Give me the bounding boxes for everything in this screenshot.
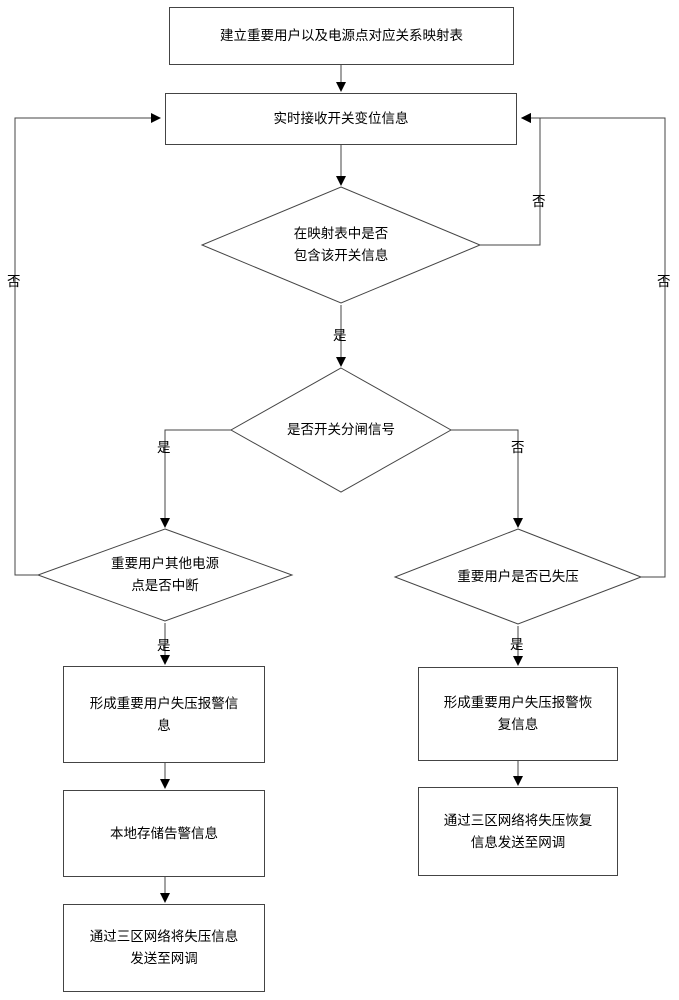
label-open-no: 否: [511, 440, 525, 456]
label-open-yes: 是: [157, 440, 171, 456]
process-send-recover: 通过三区网络将失压恢复 信息发送至网调: [418, 787, 618, 876]
label-intable-no: 否: [532, 194, 546, 210]
arrow-otherpower-no: [14, 113, 161, 576]
label-lost-no: 否: [657, 274, 671, 290]
decision-lost-voltage: [393, 528, 643, 625]
process-build-table-text: 建立重要用户以及电源点对应关系映射表: [220, 28, 463, 44]
process-local-store: 本地存储告警信息: [63, 790, 265, 877]
process-send-recover-text: 通过三区网络将失压恢复 信息发送至网调: [443, 812, 593, 851]
process-form-recover: 形成重要用户失压报警恢 复信息: [418, 667, 618, 761]
process-receive-info: 实时接收开关变位信息: [165, 93, 517, 145]
decision-open-signal: [229, 367, 453, 493]
label-otherpower-yes: 是: [157, 638, 171, 654]
process-form-recover-text: 形成重要用户失压报警恢 复信息: [443, 695, 593, 733]
decision-other-power-text: 重要用户其他电源 点是否中断: [111, 556, 219, 594]
process-form-alarm: 形成重要用户失压报警信 息: [63, 666, 265, 763]
arrow-open-no: [451, 429, 523, 528]
process-local-store-text: 本地存储告警信息: [110, 825, 218, 842]
process-form-alarm-text: 形成重要用户失压报警信 息: [89, 695, 239, 734]
process-receive-info-text: 实时接收开关变位信息: [273, 111, 409, 127]
arrow-lost-no: [521, 113, 666, 578]
label-lost-yes: 是: [510, 637, 524, 653]
decision-lost-voltage-text: 重要用户是否已失压: [457, 569, 579, 585]
decision-other-power: [36, 528, 294, 622]
decision-open-signal-text: 是否开关分闸信号: [287, 422, 395, 438]
label-otherpower-no: 否: [7, 274, 21, 290]
decision-in-table: [200, 186, 482, 304]
process-send-alarm-text: 通过三区网络将失压信息 发送至网调: [89, 929, 239, 967]
arrow-open-yes: [160, 429, 231, 528]
process-send-alarm: 通过三区网络将失压信息 发送至网调: [63, 904, 265, 992]
decision-in-table-text: 在映射表中是否 包含该开关信息: [293, 226, 389, 264]
label-intable-yes: 是: [333, 328, 347, 344]
process-build-table: 建立重要用户以及电源点对应关系映射表: [169, 7, 514, 65]
